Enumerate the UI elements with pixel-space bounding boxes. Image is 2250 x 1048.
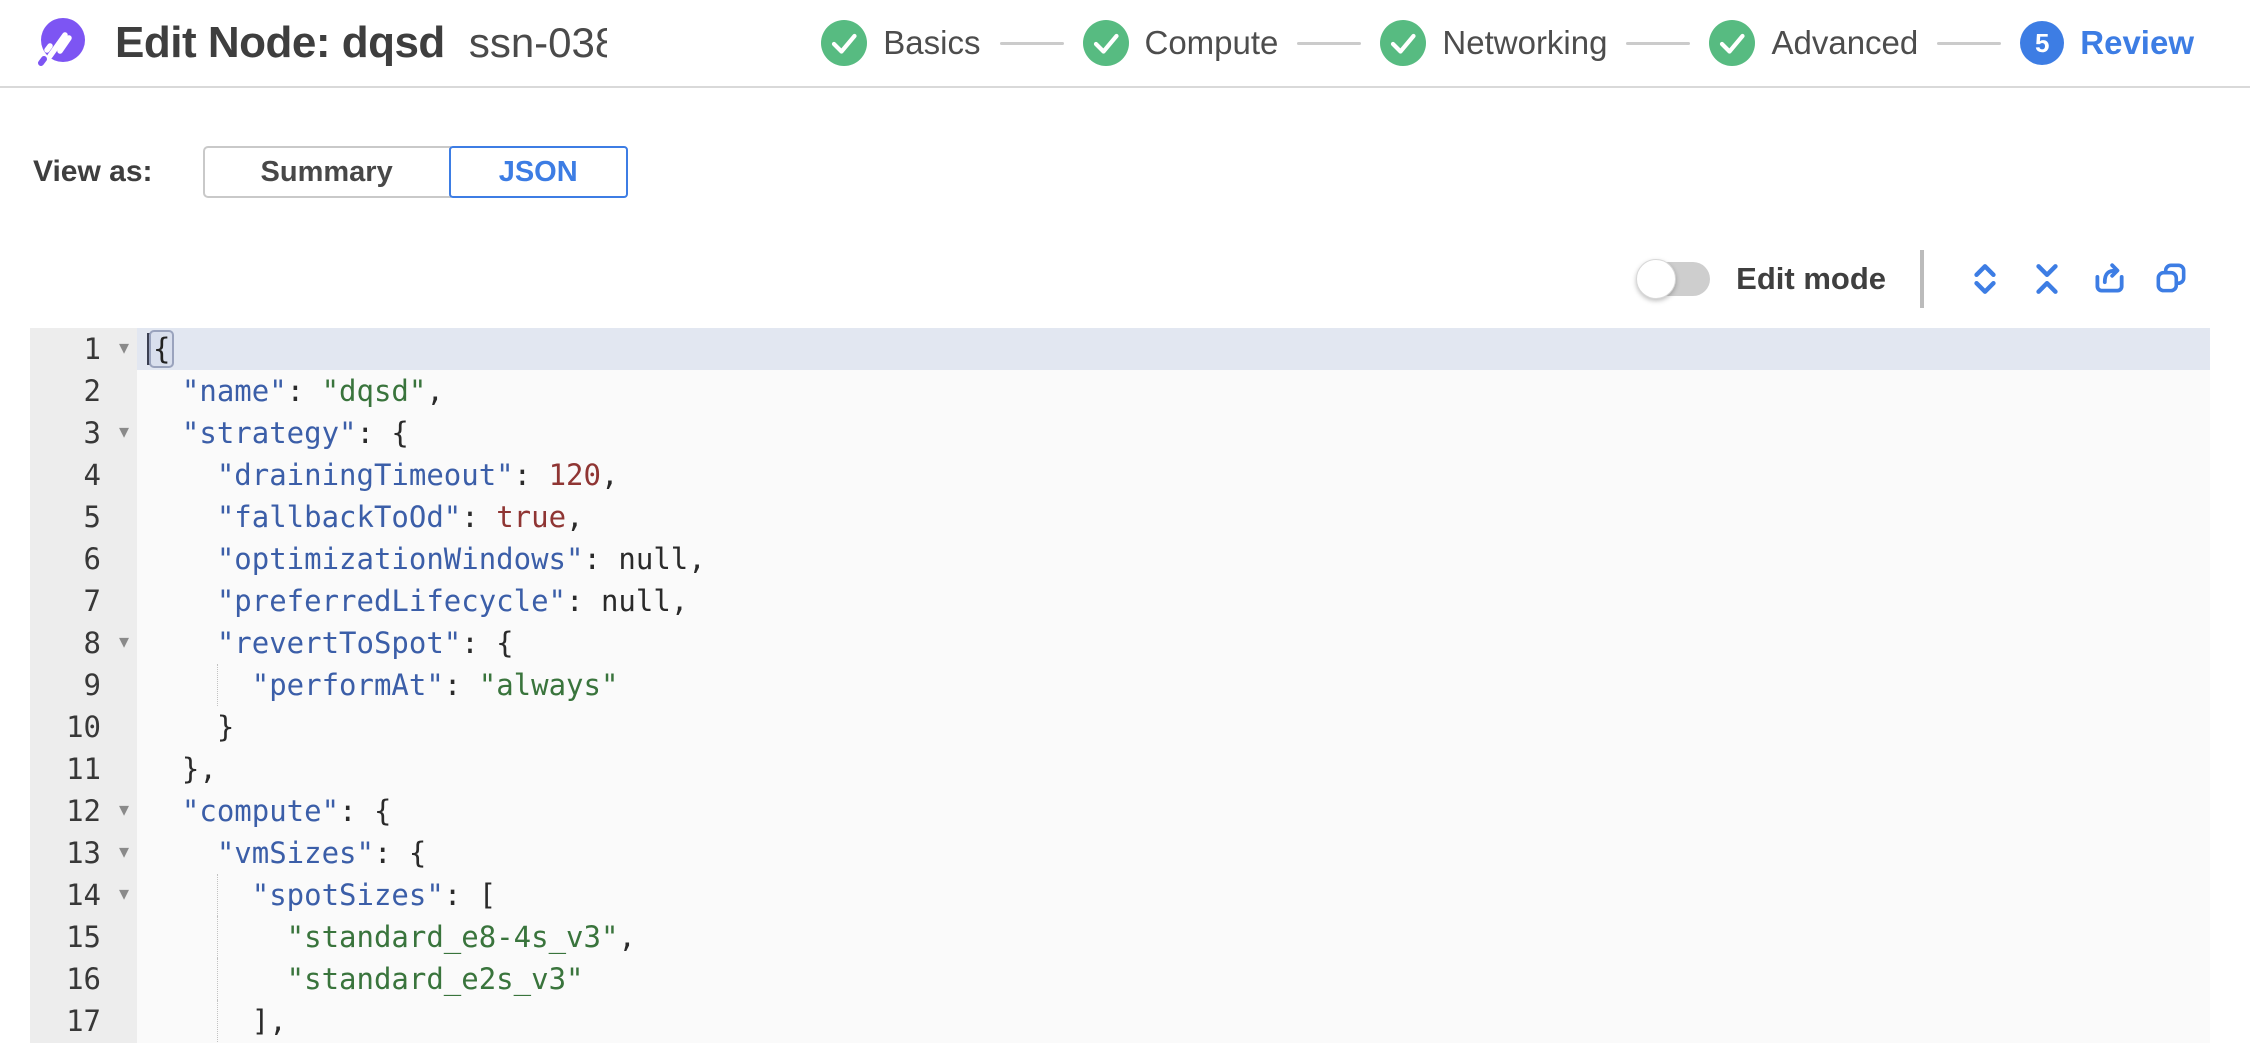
step-check-icon <box>1082 20 1129 66</box>
wizard-steps: Basics Compute Networking Advanced 5 Review <box>821 20 2194 66</box>
node-id-subtitle: ssn-038 <box>468 19 607 66</box>
code-line[interactable]: "standard_e2s_v3" <box>137 958 2210 1000</box>
indent-guide <box>216 958 218 1000</box>
code-line[interactable]: "performAt": "always" <box>137 664 2210 706</box>
line-number: 15 <box>66 920 101 954</box>
step-label: Advanced <box>1771 24 1919 61</box>
indent-guide <box>216 664 218 706</box>
unfold-icon[interactable] <box>1966 260 2004 298</box>
step-label: Basics <box>883 24 981 61</box>
step-label: Networking <box>1442 24 1608 61</box>
line-number: 12▾ <box>30 790 137 832</box>
toggle-knob <box>1636 259 1677 299</box>
code-line[interactable]: "preferredLifecycle": null, <box>216 584 689 618</box>
code-line[interactable]: "name": "dqsd", <box>181 374 444 408</box>
editor-code[interactable]: { "name": "dqsd", "strategy": { "drainingTi… <box>137 328 2210 1043</box>
line-number: 10 <box>66 710 101 744</box>
step-check-icon <box>1709 20 1756 66</box>
step-connector <box>1626 41 1691 45</box>
editor-gutter: 1▾ 2 3▾ 4 5 6 7 8▾ 9 10 11 12▾13▾14▾ 15 16 17 <box>30 328 137 1043</box>
edit-mode-toggle[interactable] <box>1636 259 1711 299</box>
fold-toggle-icon[interactable]: ▾ <box>118 629 129 653</box>
view-json-button[interactable]: JSON <box>448 146 628 198</box>
json-editor[interactable]: 1▾ 2 3▾ 4 5 6 7 8▾ 9 10 11 12▾13▾14▾ 15 16 17 { "name":… <box>30 328 2210 1043</box>
step-number-badge: 5 <box>2020 21 2065 65</box>
line-number: 4 <box>83 458 101 492</box>
text-cursor <box>147 333 150 365</box>
toolbar-divider <box>1920 250 1924 308</box>
line-number: 3▾ <box>30 412 137 454</box>
step-networking[interactable]: Networking <box>1380 20 1607 66</box>
step-review[interactable]: 5 Review <box>2020 21 2194 65</box>
line-number: 8▾ <box>30 622 137 664</box>
indent-guide <box>216 1000 218 1042</box>
line-number: 17 <box>66 1004 101 1038</box>
export-icon[interactable] <box>2090 260 2128 298</box>
spot-logo-icon <box>38 18 85 66</box>
code-line[interactable]: "vmSizes": { <box>216 836 427 870</box>
view-summary-button[interactable]: Summary <box>202 146 451 198</box>
code-line[interactable]: "optimizationWindows": null, <box>216 542 706 576</box>
indent-guide <box>216 874 218 916</box>
view-as-label: View as: <box>33 155 153 188</box>
step-basics[interactable]: Basics <box>821 20 981 66</box>
code-line[interactable]: "strategy": { <box>181 416 409 450</box>
indent-guide <box>216 916 218 958</box>
step-check-icon <box>1380 20 1427 66</box>
code-line[interactable]: ], <box>137 1000 2210 1042</box>
code-line[interactable]: "spotSizes": [ <box>137 874 2210 916</box>
line-number: 6 <box>83 542 101 576</box>
view-as-button-group: Summary JSON <box>202 146 628 198</box>
editor-toolbar: Edit mode <box>0 250 2202 308</box>
fold-toggle-icon[interactable]: ▾ <box>118 881 129 905</box>
edit-mode-label: Edit mode <box>1736 261 1886 296</box>
step-connector <box>1937 41 2002 45</box>
line-number: 1▾ <box>30 328 137 370</box>
line-number: 16 <box>66 962 101 996</box>
fold-toggle-icon[interactable]: ▾ <box>118 419 129 443</box>
line-number: 13▾ <box>30 832 137 874</box>
step-label: Compute <box>1144 24 1279 61</box>
code-line[interactable]: }, <box>181 752 217 786</box>
code-line[interactable]: "compute": { <box>181 794 392 828</box>
line-number: 14▾ <box>30 874 137 916</box>
line-number: 2 <box>83 374 101 408</box>
code-line[interactable]: { <box>137 328 2210 370</box>
line-number: 7 <box>83 584 101 618</box>
step-label: Review <box>2080 24 2194 61</box>
step-connector <box>999 41 1064 45</box>
fold-icon[interactable] <box>2028 260 2066 298</box>
step-connector <box>1297 41 1362 45</box>
code-line[interactable]: "revertToSpot": { <box>216 626 514 660</box>
code-line[interactable]: "drainingTimeout": 120, <box>216 458 619 492</box>
fold-toggle-icon[interactable]: ▾ <box>118 335 129 359</box>
wizard-header: Edit Node: dqsd ssn-038 Basics Compute Net… <box>0 0 2250 88</box>
code-line[interactable]: } <box>216 710 235 744</box>
step-advanced[interactable]: Advanced <box>1709 20 1918 66</box>
fold-toggle-icon[interactable]: ▾ <box>118 797 129 821</box>
step-check-icon <box>821 20 868 66</box>
line-number: 5 <box>83 500 101 534</box>
line-number: 11 <box>66 752 101 786</box>
fold-toggle-icon[interactable]: ▾ <box>118 839 129 863</box>
line-number: 9 <box>83 668 101 702</box>
step-compute[interactable]: Compute <box>1082 20 1279 66</box>
code-line[interactable]: "standard_e8-4s_v3", <box>137 916 2210 958</box>
view-as-row: View as: Summary JSON <box>33 146 2250 198</box>
copy-icon[interactable] <box>2152 260 2190 298</box>
code-line[interactable]: "fallbackToOd": true, <box>216 500 584 534</box>
page-title: Edit Node: dqsd <box>115 18 445 67</box>
